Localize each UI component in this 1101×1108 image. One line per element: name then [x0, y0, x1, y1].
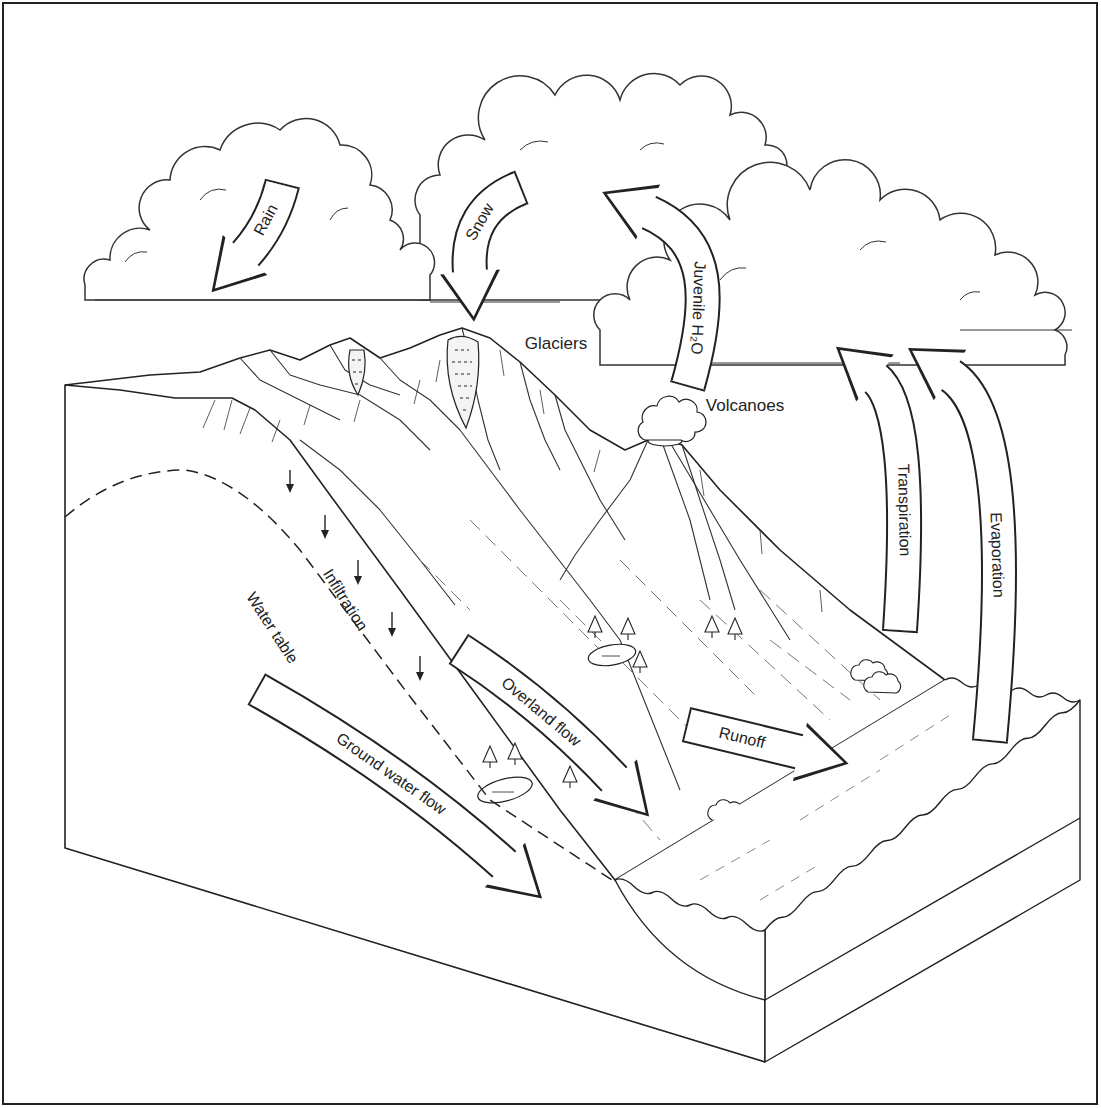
feature-label: Volcanoes: [706, 397, 784, 414]
flow-streak: [770, 640, 850, 700]
land-block: [65, 385, 615, 880]
infiltration-arrow: [289, 470, 290, 484]
water-table-line: [65, 470, 612, 880]
horizon-line: [95, 300, 1072, 363]
ridge-line: [270, 350, 430, 450]
ridge-line: [520, 362, 560, 470]
flow-arrow: [460, 650, 615, 780]
ridge-line: [380, 358, 680, 790]
tree: [483, 746, 497, 768]
flow-arrow: [245, 185, 282, 255]
flow-arrow: [245, 185, 999, 865]
cloud: [84, 73, 1067, 365]
flow-label: Ground water flow: [333, 730, 449, 818]
cloud: [125, 141, 980, 300]
ridge-line: [555, 395, 625, 540]
water-table-line: [65, 470, 612, 880]
tree: [588, 616, 602, 638]
infiltration-arrow: [391, 612, 392, 628]
horizon-line: [95, 300, 1072, 363]
ridge-line: [663, 445, 710, 600]
tree: [508, 743, 522, 765]
tree: [621, 618, 635, 640]
flow-streak: [620, 560, 760, 700]
flow-arrow: [258, 690, 505, 865]
glacier: [349, 350, 366, 395]
flow-streak: [420, 560, 470, 610]
tree: [705, 616, 719, 638]
subsurface-label: Infiltration: [320, 566, 370, 633]
infiltration-arrow: [419, 656, 420, 672]
frame: [3, 3, 1097, 1104]
ridge-line: [560, 440, 648, 580]
flow-streak: [700, 600, 830, 720]
flow-label: Snow: [463, 201, 497, 244]
flow-label: Evaporation: [988, 512, 1007, 598]
flow-label: Overland flow: [498, 674, 583, 749]
flow-arrow: [245, 185, 282, 255]
glacier: [352, 350, 473, 410]
volcano: [638, 396, 706, 446]
sea: [615, 879, 765, 1000]
flow-label: Transpiration: [895, 463, 913, 556]
tree: [633, 651, 647, 673]
volcano: [638, 396, 706, 441]
cloud: [594, 160, 1067, 365]
subsurface-label: Water table: [243, 590, 301, 667]
flow-arrow: [688, 725, 800, 752]
flow-arrow: [460, 650, 615, 780]
tree: [864, 672, 901, 693]
flow-label: Juvenile H₂O: [688, 261, 707, 355]
sea: [765, 700, 1080, 1062]
sea: [615, 678, 1080, 1062]
ridge-line: [240, 358, 340, 420]
flow-label: Rain: [251, 202, 281, 239]
sea: [765, 818, 1080, 1000]
ridge-line: [203, 350, 822, 612]
flow-streak: [760, 590, 880, 700]
flow-streak: [470, 520, 600, 650]
infiltration-arrow: [357, 560, 358, 576]
flow-arrow: [258, 690, 505, 865]
flow-arrow: [688, 725, 800, 752]
tree: [728, 618, 742, 640]
lake: [475, 772, 535, 808]
flow-label: Runoff: [717, 725, 766, 751]
infiltration-arrow: [290, 470, 420, 672]
glacier: [349, 336, 479, 428]
sea: [700, 715, 950, 900]
lake: [587, 641, 638, 669]
feature-label: Glaciers: [525, 335, 587, 352]
ridge-line: [672, 446, 790, 640]
cloud: [84, 118, 434, 300]
ridge-line: [682, 445, 735, 610]
flow-streak: [560, 600, 700, 740]
tree: [563, 766, 577, 788]
infiltration-arrow: [324, 515, 325, 530]
ridge-line: [330, 345, 400, 395]
